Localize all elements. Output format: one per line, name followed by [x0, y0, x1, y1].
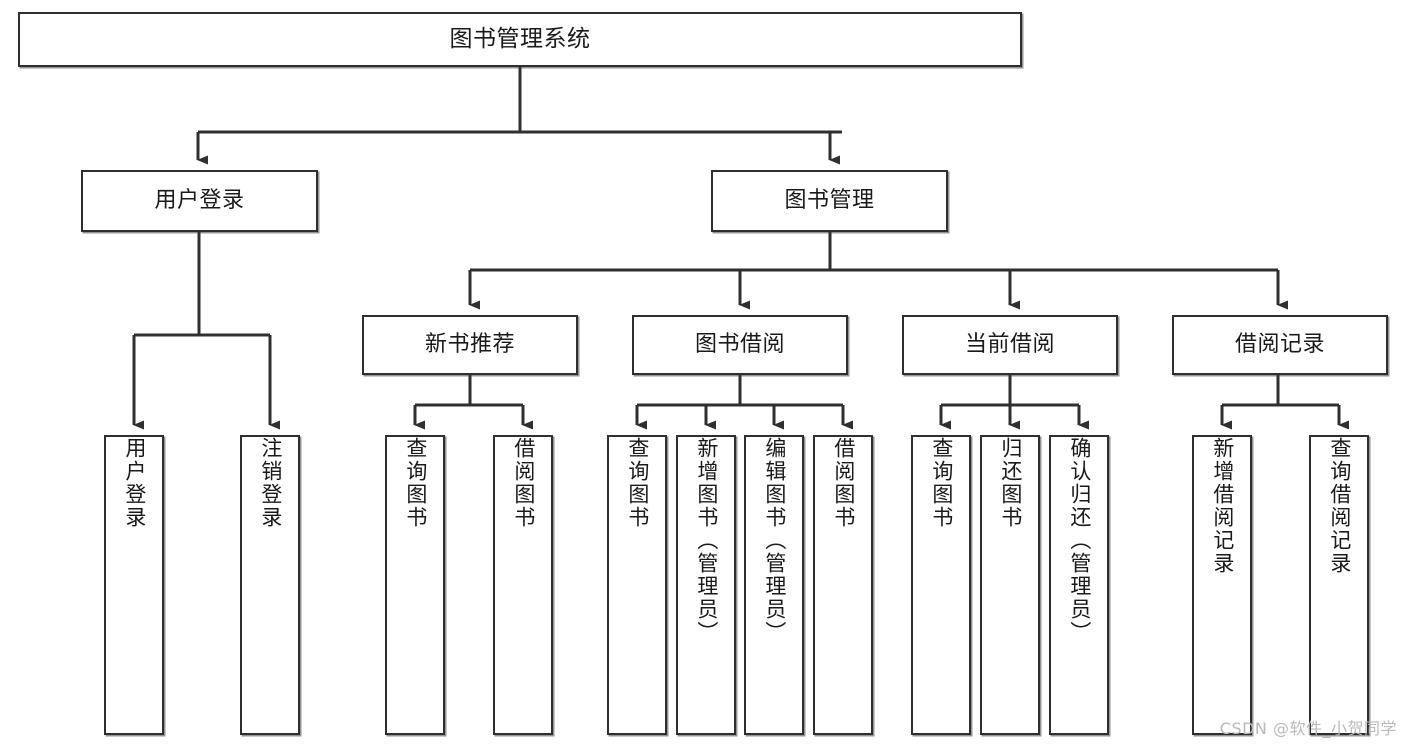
node-label: 查询图书: [929, 437, 954, 529]
node-label: 查询借阅记录: [1327, 437, 1352, 575]
node-leaf-query-book-borrow[interactable]: 查询图书: [607, 435, 667, 735]
node-label: 借阅记录: [1234, 332, 1325, 358]
node-label: 确认归还（管理员）: [1067, 437, 1092, 644]
node-leaf-borrow-book-recommend[interactable]: 借阅图书: [493, 435, 553, 735]
node-label: 用户登录: [154, 188, 245, 214]
node-label: 图书管理: [784, 188, 875, 214]
node-leaf-query-book-current[interactable]: 查询图书: [911, 435, 971, 735]
node-label: 编辑图书（管理员）: [762, 437, 787, 644]
node-leaf-user-login[interactable]: 用户登录: [104, 435, 164, 735]
node-label: 新书推荐: [424, 332, 515, 358]
node-user-login[interactable]: 用户登录: [81, 170, 318, 232]
node-leaf-confirm-return[interactable]: 确认归还（管理员）: [1049, 435, 1109, 735]
node-book-management[interactable]: 图书管理: [711, 170, 948, 232]
node-label: 注销登录: [258, 437, 283, 529]
node-leaf-query-borrow-record[interactable]: 查询借阅记录: [1309, 435, 1369, 735]
node-root-system[interactable]: 图书管理系统: [18, 12, 1022, 67]
node-label: 查询图书: [403, 437, 428, 529]
node-current-borrow[interactable]: 当前借阅: [902, 315, 1118, 375]
node-label: 新增图书（管理员）: [694, 437, 719, 644]
node-leaf-borrow-book[interactable]: 借阅图书: [813, 435, 873, 735]
node-leaf-edit-book[interactable]: 编辑图书（管理员）: [744, 435, 804, 735]
node-label: 新增借阅记录: [1210, 437, 1235, 575]
node-label: 归还图书: [998, 437, 1023, 529]
node-borrow-record[interactable]: 借阅记录: [1172, 315, 1388, 375]
node-leaf-query-book-recommend[interactable]: 查询图书: [385, 435, 445, 735]
node-label: 用户登录: [122, 437, 147, 529]
node-label: 图书借阅: [694, 332, 785, 358]
node-new-book-recommend[interactable]: 新书推荐: [362, 315, 578, 375]
node-label: 借阅图书: [831, 437, 856, 529]
node-label: 图书管理系统: [449, 26, 591, 53]
node-leaf-return-book[interactable]: 归还图书: [980, 435, 1040, 735]
node-label: 借阅图书: [511, 437, 536, 529]
node-label: 查询图书: [625, 437, 650, 529]
node-book-borrow[interactable]: 图书借阅: [632, 315, 848, 375]
node-leaf-add-borrow-record[interactable]: 新增借阅记录: [1192, 435, 1252, 735]
node-label: 当前借阅: [964, 332, 1055, 358]
node-leaf-add-book[interactable]: 新增图书（管理员）: [676, 435, 736, 735]
watermark-text: CSDN @软件_小贺同学: [1219, 719, 1397, 738]
node-leaf-logout-login[interactable]: 注销登录: [240, 435, 300, 735]
